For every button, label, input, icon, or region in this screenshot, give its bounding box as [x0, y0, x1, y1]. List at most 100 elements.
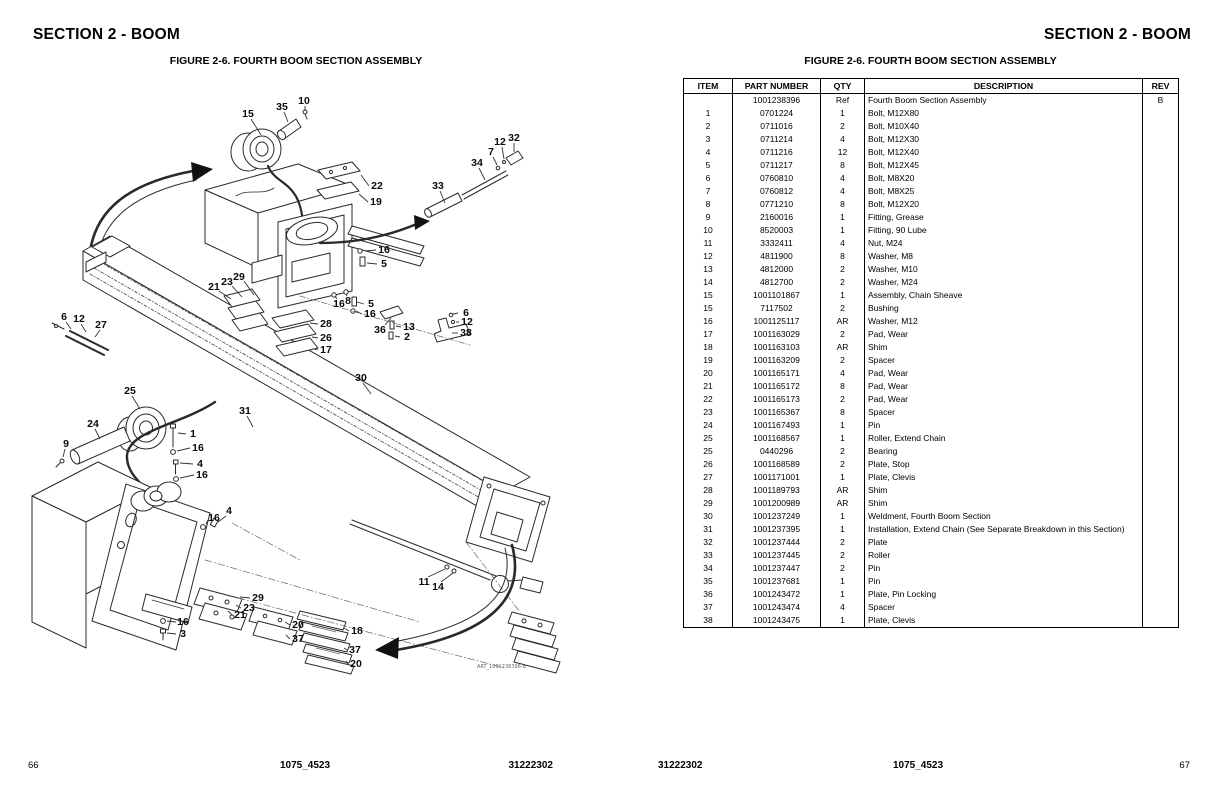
table-cell: Plate — [864, 536, 1143, 549]
table-cell: Ref — [820, 93, 865, 107]
callout-3: 3 — [180, 628, 186, 640]
table-cell: 4811900 — [732, 250, 821, 263]
table-cell — [1142, 120, 1179, 133]
part-code-left: 31222302 — [508, 760, 554, 771]
callout-leader — [427, 568, 446, 578]
table-cell: Pad, Wear — [864, 367, 1143, 380]
callout-38: 38 — [460, 327, 472, 339]
callout-leader — [227, 610, 233, 616]
table-cell: 16 — [683, 315, 733, 328]
table-cell: 1 — [820, 289, 865, 302]
table-cell: 4 — [820, 237, 865, 250]
callout-leader — [166, 632, 177, 635]
table-cell — [1142, 289, 1179, 302]
table-cell — [1142, 172, 1179, 185]
table-cell: Pin — [864, 562, 1143, 575]
callout-leader — [501, 146, 505, 160]
callout-leader — [218, 290, 232, 300]
table-cell: Plate, Clevis — [864, 471, 1143, 484]
callout-leader — [284, 621, 291, 626]
table-cell: 1001165171 — [732, 367, 821, 380]
table-cell — [1142, 471, 1179, 484]
table-cell: 29 — [683, 497, 733, 510]
table-cell: 1 — [683, 107, 733, 120]
page-number-right: 67 — [1179, 760, 1190, 771]
callout-leader — [231, 285, 243, 298]
callout-leader — [217, 515, 227, 523]
callout-leader — [345, 660, 349, 665]
callout-30: 30 — [355, 372, 367, 384]
callout-21: 21 — [208, 281, 220, 293]
table-cell — [1142, 107, 1179, 120]
table-cell: 2160016 — [732, 211, 821, 224]
table-cell: 19 — [683, 354, 733, 367]
callout-leader — [439, 190, 446, 204]
callout-leader — [358, 193, 369, 203]
table-cell: Pin — [864, 575, 1143, 588]
table-cell: 2 — [820, 393, 865, 406]
table-cell: 34 — [683, 562, 733, 575]
callout-9: 9 — [63, 438, 69, 450]
page-number-left: 66 — [28, 760, 39, 771]
table-cell: 1 — [820, 471, 865, 484]
table-cell: Shim — [864, 484, 1143, 497]
callout-20: 20 — [350, 658, 362, 670]
sheave-housing — [251, 203, 353, 309]
table-cell: Plate, Pin Locking — [864, 588, 1143, 601]
table-cell: 12 — [820, 146, 865, 159]
table-cell: 27 — [683, 471, 733, 484]
table-cell: Roller — [864, 549, 1143, 562]
table-cell: 1 — [820, 523, 865, 536]
table-cell: 20 — [683, 367, 733, 380]
table-cell: 1001163103 — [732, 341, 821, 354]
table-cell: Pad, Wear — [864, 328, 1143, 341]
callout-15: 15 — [242, 108, 254, 120]
callout-23: 23 — [243, 602, 255, 614]
table-cell — [1142, 510, 1179, 523]
table-cell: 1001237249 — [732, 510, 821, 523]
section-header-left: SECTION 2 - BOOM — [33, 26, 181, 43]
callout-leader — [177, 432, 187, 435]
table-cell: 1001237444 — [732, 536, 821, 549]
doc-code-left: 1075_4523 — [279, 760, 331, 771]
callout-33: 33 — [432, 180, 444, 192]
callout-leader — [355, 310, 363, 315]
curved-arrow-bottom-icon — [394, 543, 517, 652]
table-cell: 2 — [820, 536, 865, 549]
table-cell: Installation, Extend Chain (See Separate… — [864, 523, 1143, 536]
callout-leader — [131, 395, 141, 410]
table-cell: 22 — [683, 393, 733, 406]
callout-13: 13 — [403, 321, 415, 333]
callout-leader — [285, 634, 291, 640]
table-cell: 14 — [683, 276, 733, 289]
table-cell: Spacer — [864, 601, 1143, 614]
table-cell: 1 — [820, 432, 865, 445]
table-cell: 1 — [820, 211, 865, 224]
table-cell: Bolt, M12X80 — [864, 107, 1143, 120]
table-cell: 26 — [683, 458, 733, 471]
callout-12: 12 — [461, 316, 473, 328]
column-header: QTY — [820, 78, 865, 94]
callout-leader — [94, 329, 101, 338]
callout-leader — [243, 280, 255, 296]
table-cell: 0711216 — [732, 146, 821, 159]
table-cell: 4 — [820, 133, 865, 146]
table-cell: 4812700 — [732, 276, 821, 289]
table-cell: 25 — [683, 445, 733, 458]
table-cell: 1001165173 — [732, 393, 821, 406]
table-cell — [1142, 458, 1179, 471]
callout-32: 32 — [508, 132, 520, 144]
exploded-diagram: 1535102219333471232165612272123292826171… — [31, 95, 561, 675]
table-cell: 5 — [683, 159, 733, 172]
table-cell: 1001163209 — [732, 354, 821, 367]
table-cell: 8520003 — [732, 224, 821, 237]
callout-37: 37 — [349, 644, 361, 656]
